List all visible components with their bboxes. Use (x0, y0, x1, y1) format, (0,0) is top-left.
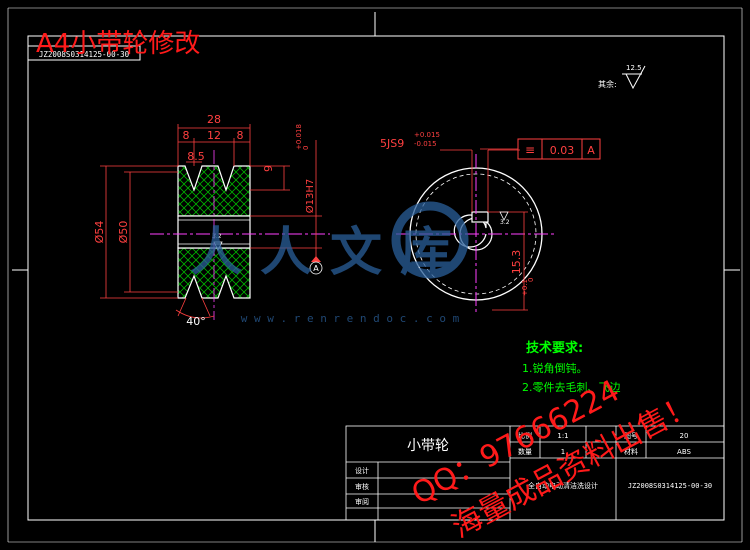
ad-watermark: QQ：97666224 海量成品资料出售！ (406, 373, 701, 545)
drawing-code-top: JZ2008S0314125-00-30 (39, 50, 130, 59)
symmetry-tolerance-frame: ≡ 0.03 A (480, 138, 601, 160)
keyway-tol-upper: +0.015 (414, 131, 440, 139)
dim-bore-fit: Ø13H7 (304, 179, 316, 213)
title-drawing-code: JZ2008S0314125-00-30 (628, 482, 712, 490)
section-view: 28 8 12 8 8.5 9 Ø54 Ø50 Ø13H7 +0.018 0 4… (93, 113, 330, 328)
dim-seg-right: 8 (237, 129, 244, 142)
symmetry-icon: ≡ (525, 143, 535, 157)
project-name: 全自动电动清洁洗设计 (528, 481, 598, 490)
dim-overall-width: 28 (207, 113, 221, 126)
material-label: 材料 (624, 447, 638, 456)
key-depth-tol-lower: 0 (527, 278, 535, 282)
dim-bore-tol-lower: 0 (302, 146, 310, 150)
dim-groove-top: 8.5 (187, 150, 205, 163)
roughness-bore-icon (213, 241, 223, 251)
dim-bore-tol-upper: +0.018 (295, 124, 303, 150)
drawing-code-top-box: JZ2008S0314125-00-30 (27, 45, 141, 61)
drawing-no-label: 图号 (624, 432, 638, 440)
watermark-logo-icon (391, 201, 469, 279)
keyway-outline (471, 211, 489, 223)
roughness-bore-value: 3.2 (212, 233, 222, 240)
dim-groove-depth: 9 (262, 165, 275, 172)
dim-pitch-dia: Ø50 (117, 221, 130, 244)
symmetry-datum: A (587, 144, 595, 157)
dim-seg-left: 8 (183, 129, 190, 142)
technical-requirements: 技术要求: 1.锐角倒钝。 2.零件去毛刺、飞边 (522, 340, 621, 394)
title-block-text: 小带轮 比例 1:1 图号 20 数量 1 材料 ABS 设计 审核 审阅 全自… (355, 431, 712, 506)
scale-value: 1:1 (557, 432, 568, 440)
keyway-fit: 5JS9 (380, 137, 404, 150)
roughness-other-label: 其余: (598, 79, 617, 89)
quantity-value: 1 (561, 448, 565, 456)
material-value: ABS (677, 448, 691, 456)
dim-groove-angle: 40° (186, 315, 206, 328)
roughness-key-value: 3.2 (500, 219, 510, 226)
datum-circle-icon (309, 261, 323, 275)
tech-req-item-2: 2.零件去毛刺、飞边 (522, 381, 621, 394)
tech-req-title: 技术要求: (526, 340, 583, 356)
key-depth: 15.3 (510, 250, 523, 275)
title-block (345, 425, 725, 521)
roughness-other-value: 12.5 (626, 64, 642, 72)
quantity-label: 数量 (518, 447, 532, 456)
datum-label: A (313, 264, 319, 273)
design-label: 设计 (355, 466, 369, 475)
symmetry-value: 0.03 (550, 144, 575, 157)
keyway-tol-lower: -0.015 (414, 140, 437, 148)
scale-label: 比例 (518, 431, 532, 440)
watermark-site: 人人文库 (190, 223, 470, 283)
roughness-key-icon (499, 211, 509, 221)
tech-req-item-1: 1.锐角倒钝。 (522, 361, 588, 375)
dim-outer-dia: Ø54 (93, 221, 106, 244)
check-label: 审核 (355, 482, 369, 491)
dim-seg-mid: 12 (207, 129, 221, 142)
approve-label: 审阅 (355, 497, 369, 506)
datum-triangle-icon (311, 256, 321, 262)
overlay-title: A4小带轮修改 (36, 29, 200, 59)
watermark: 人人文库 w w w . r e n r e n d o c . c o m (190, 201, 470, 325)
key-depth-tol: +0.1 (521, 279, 529, 296)
drawing-no-value: 20 (680, 432, 689, 440)
part-name: 小带轮 (407, 438, 449, 454)
roughness-symbol-icon (622, 65, 646, 90)
watermark-url: w w w . r e n r e n d o c . c o m (241, 312, 460, 325)
roughness-other: 其余: 12.5 (598, 64, 646, 90)
